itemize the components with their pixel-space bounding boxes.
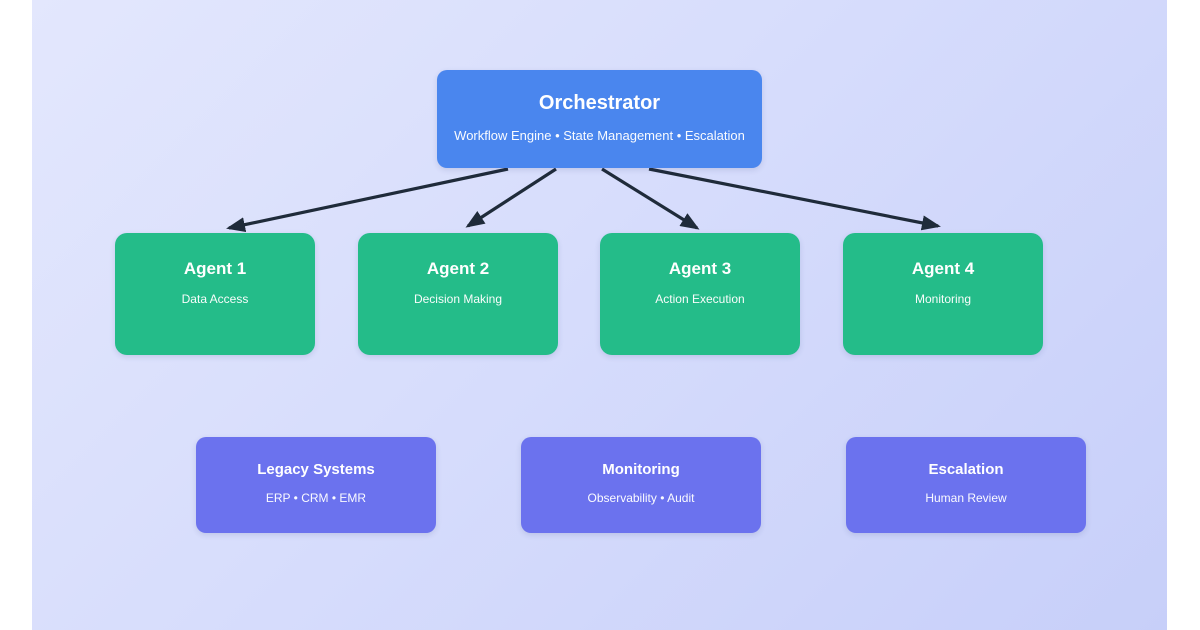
orchestrator-node: Orchestrator Workflow Engine • State Man… xyxy=(437,70,762,168)
monitoring-node: Monitoring Observability • Audit xyxy=(521,437,761,533)
monitoring-title: Monitoring xyxy=(602,461,680,478)
agent-3-subtitle: Action Execution xyxy=(655,292,745,306)
legacy-systems-title: Legacy Systems xyxy=(257,461,375,478)
escalation-subtitle: Human Review xyxy=(925,491,1007,505)
legacy-systems-subtitle: ERP • CRM • EMR xyxy=(265,491,367,505)
agent-2-title: Agent 2 xyxy=(426,259,490,278)
agent-4-subtitle: Monitoring xyxy=(914,292,972,306)
agent-3-title: Agent 3 xyxy=(668,259,732,278)
monitoring-subtitle: Observability • Audit xyxy=(587,491,695,505)
legacy-systems-node: Legacy Systems ERP • CRM • EMR xyxy=(196,437,436,533)
agent-3-node: Agent 3 Action Execution xyxy=(600,233,800,355)
agent-2-node: Agent 2 Decision Making xyxy=(358,233,558,355)
escalation-node: Escalation Human Review xyxy=(846,437,1086,533)
agent-2-subtitle: Decision Making xyxy=(413,292,503,306)
agent-1-title: Agent 1 xyxy=(183,259,247,278)
agent-1-subtitle: Data Access xyxy=(181,292,249,306)
agent-4-title: Agent 4 xyxy=(911,259,975,278)
agent-4-node: Agent 4 Monitoring xyxy=(843,233,1043,355)
agent-1-node: Agent 1 Data Access xyxy=(115,233,315,355)
orchestrator-title: Orchestrator xyxy=(538,92,661,114)
escalation-title: Escalation xyxy=(928,461,1004,478)
orchestrator-subtitle: Workflow Engine • State Management • Esc… xyxy=(454,128,745,143)
